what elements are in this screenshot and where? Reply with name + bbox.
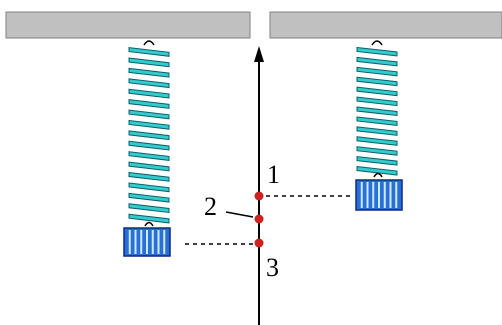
ceiling-right: [269, 11, 502, 39]
point-1: [254, 191, 264, 201]
point-3: [254, 238, 264, 248]
point-label-3: 3: [266, 253, 279, 282]
spring-left: [128, 40, 170, 224]
point-label-2: 2: [204, 192, 217, 221]
point-2: [254, 214, 264, 224]
weight-left: [123, 221, 171, 257]
vertical-axis-arrow: [254, 46, 264, 325]
ceiling-left: [5, 11, 251, 39]
spring-right: [356, 40, 398, 176]
label-2-leader: [225, 211, 254, 218]
point-label-1: 1: [267, 160, 280, 189]
weight-right: [355, 172, 403, 211]
